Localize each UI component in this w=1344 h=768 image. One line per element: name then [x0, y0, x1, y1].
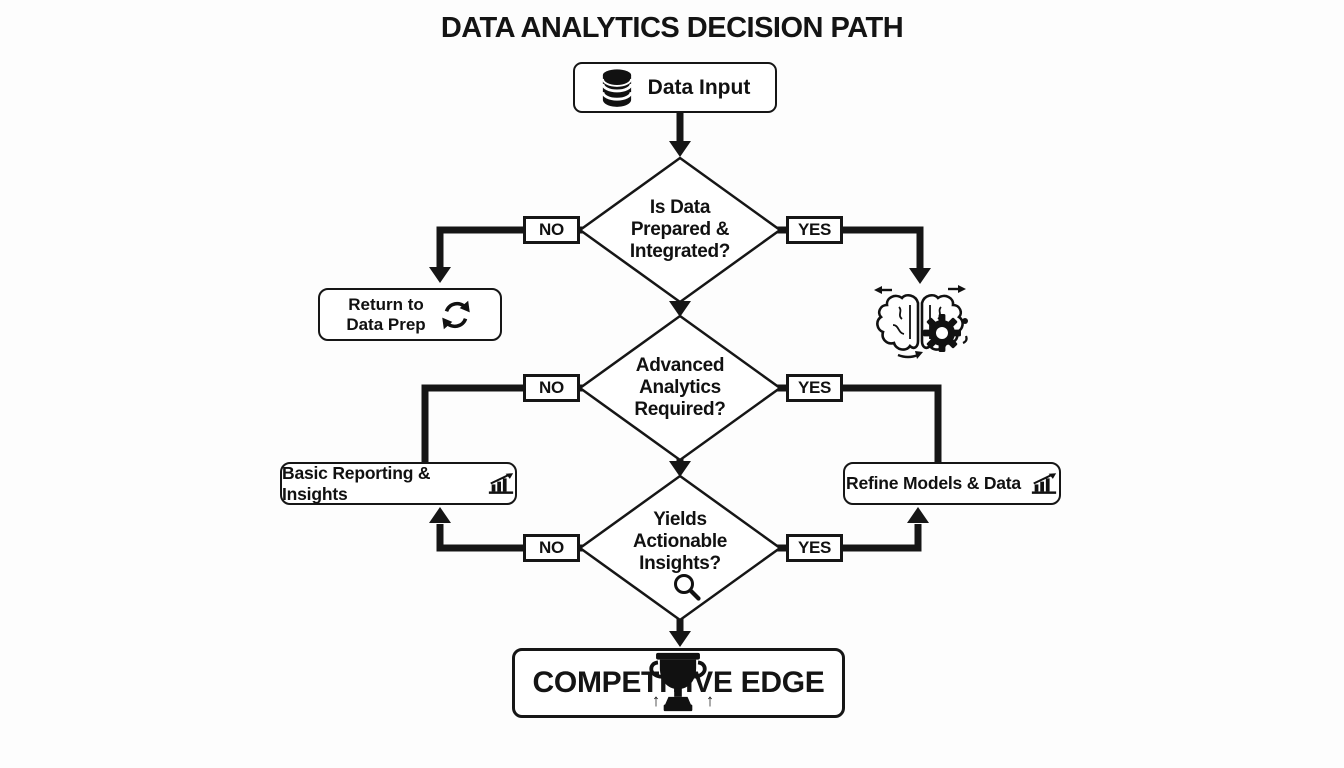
yes-label-2: YES: [786, 374, 843, 402]
basic-reporting-label: Basic Reporting & Insights: [282, 462, 431, 504]
decision-2-question: Advanced Analytics Required?: [634, 355, 726, 420]
basic-reporting-node: Basic Reporting & Insights: [280, 462, 517, 505]
yes-label-3: YES: [786, 534, 843, 562]
return-node-label: Return to Data Prep: [346, 294, 426, 334]
bar-chart-trend-icon: [1030, 472, 1058, 495]
magnifier-icon: [672, 572, 702, 602]
start-node-label: Data Input: [647, 75, 751, 99]
decision-diamond-3: [577, 474, 783, 622]
up-arrow-icon: ↑: [705, 691, 715, 710]
refine-models-label: Refine Models & Data: [846, 473, 1021, 493]
brain-gear-icon: [868, 283, 972, 359]
no-label-2: NO: [523, 374, 580, 402]
trophy-icon: [643, 651, 713, 714]
refine-models-node: Refine Models & Data: [843, 462, 1061, 505]
decision-diamond-2: [577, 314, 783, 462]
no-label-1: NO: [523, 216, 580, 244]
decision-1-question: Is Data Prepared & Integrated?: [629, 197, 731, 262]
yes-label-1: YES: [786, 216, 843, 244]
bar-chart-trend-icon: [487, 472, 515, 495]
refresh-icon: [438, 297, 474, 333]
return-to-data-prep-node: Return to Data Prep: [318, 288, 502, 341]
database-icon: [600, 68, 634, 108]
start-node-data-input: Data Input: [573, 62, 777, 113]
decision-3-question: Yields Actionable Insights?: [632, 509, 728, 574]
up-arrow-icon: ↑: [651, 691, 661, 710]
page-title: DATA ANALYTICS DECISION PATH: [440, 12, 904, 44]
no-label-3: NO: [523, 534, 580, 562]
